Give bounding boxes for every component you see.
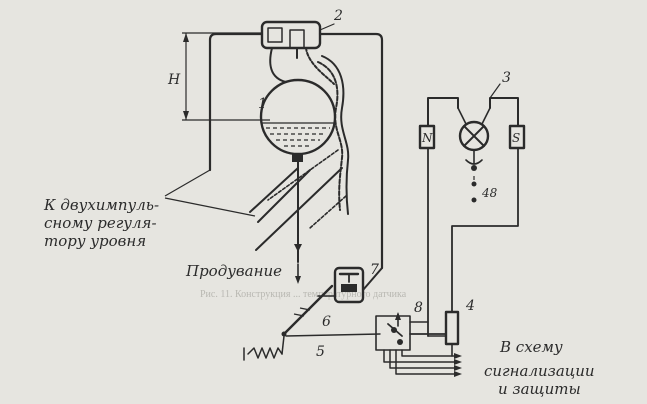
output-text-1: В схему bbox=[499, 338, 563, 356]
label-2: 2 bbox=[333, 8, 343, 24]
label-8: 8 bbox=[414, 300, 423, 316]
bleed-through-caption: Рис. 11. Конструкция ... температурного … bbox=[200, 289, 407, 300]
lever-6 bbox=[281, 284, 334, 337]
indicator-3 bbox=[418, 83, 526, 171]
indicator-wiring bbox=[409, 147, 519, 337]
relay-unit-7 bbox=[317, 266, 383, 304]
regulator-text-1: К двухимпуль- bbox=[43, 196, 159, 214]
regulator-text-2: сному регуля- bbox=[44, 214, 157, 232]
contact-group-8 bbox=[375, 312, 447, 351]
label-3: 3 bbox=[502, 70, 511, 86]
label-7: 7 bbox=[370, 262, 379, 278]
blowdown-text: Продувание bbox=[185, 262, 282, 280]
label-pole-s: S bbox=[512, 131, 520, 145]
spring-5 bbox=[243, 335, 285, 361]
power-terminals bbox=[471, 176, 477, 203]
blowdown-valve bbox=[294, 235, 302, 284]
impulse-pipes bbox=[249, 149, 347, 251]
output-text-2: сигнализации bbox=[484, 362, 595, 380]
output-text-3: и защиты bbox=[498, 380, 581, 398]
label-4: 4 bbox=[465, 298, 475, 314]
label-48v: 48 bbox=[481, 186, 498, 200]
output-wires bbox=[383, 349, 462, 377]
transducer-4 bbox=[427, 310, 460, 357]
sensor-housing-2 bbox=[260, 20, 335, 59]
label-5: 5 bbox=[316, 344, 325, 360]
label-pole-n: N bbox=[421, 131, 433, 145]
label-6: 6 bbox=[322, 314, 331, 330]
label-1: 1 bbox=[258, 96, 267, 112]
label-height: H bbox=[167, 72, 181, 88]
drum-1 bbox=[259, 78, 337, 162]
height-dimension bbox=[182, 32, 270, 121]
regulator-text-3: тору уровня bbox=[44, 232, 146, 250]
